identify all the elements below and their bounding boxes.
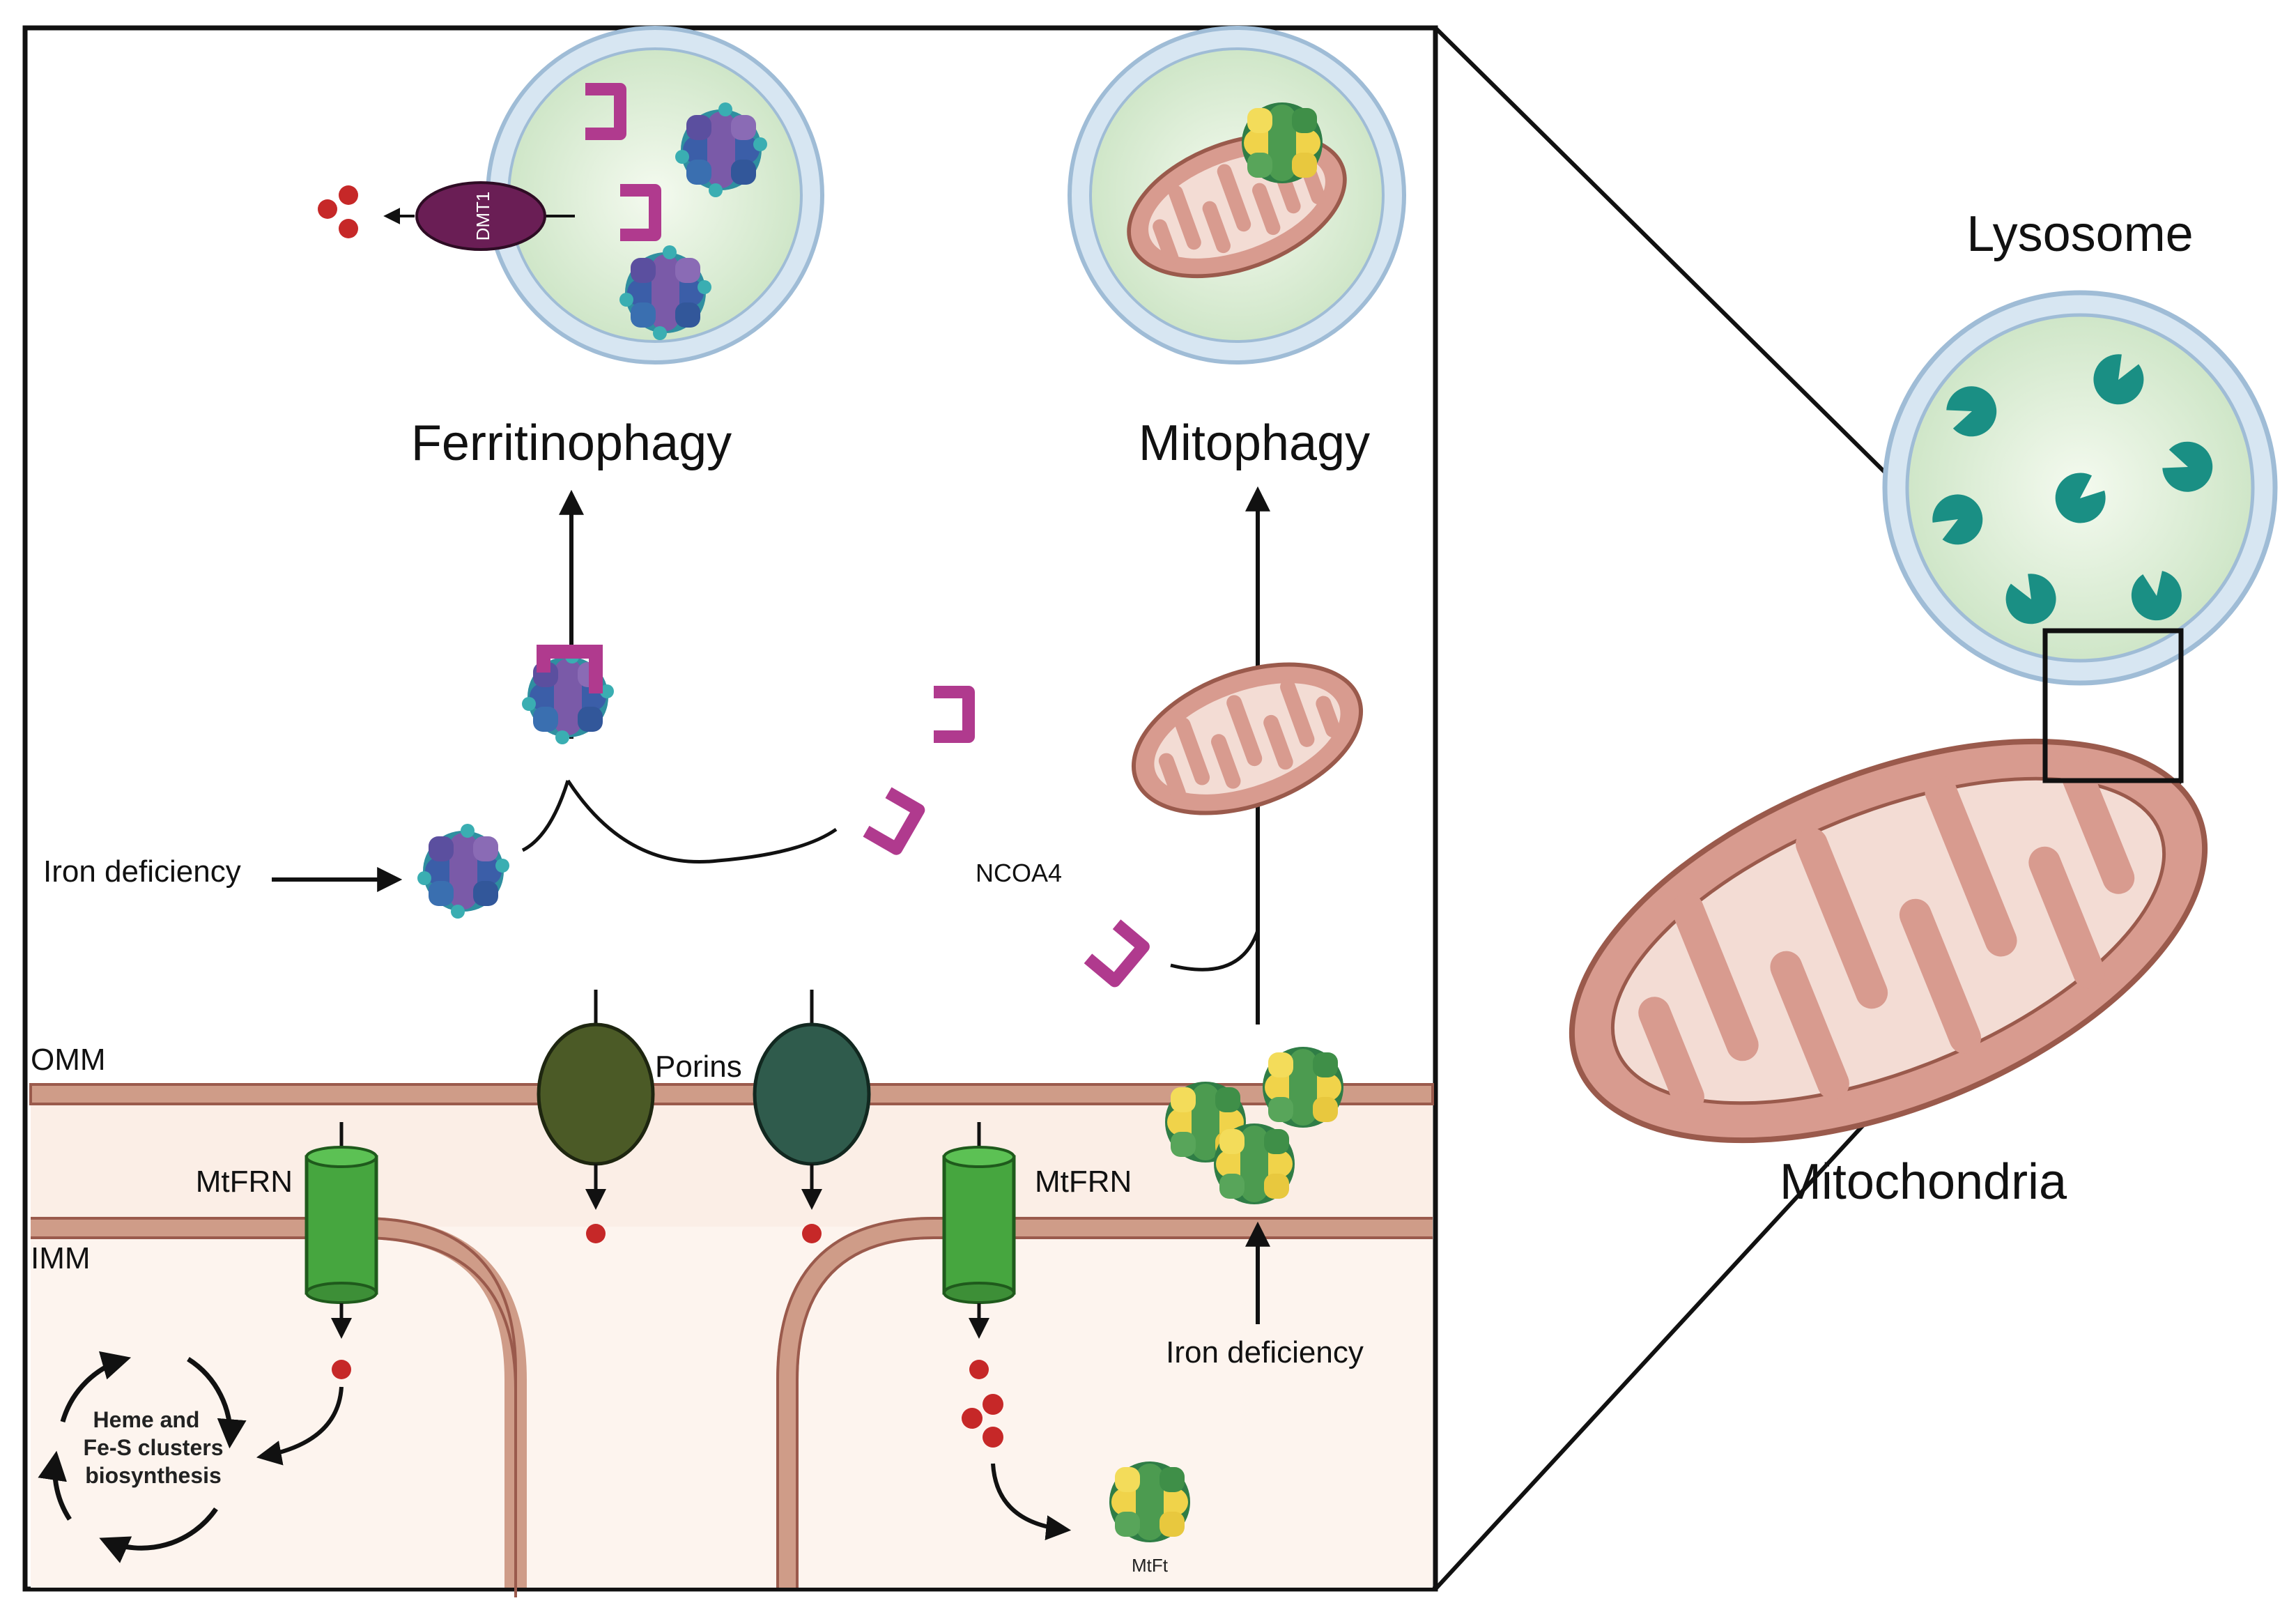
iron-to-biosynthesis-arrow [256, 1386, 344, 1466]
heme-label-line1: Heme and [93, 1407, 200, 1432]
porins-label: Porins [655, 1050, 742, 1084]
mtfrn-left-label: MtFRN [196, 1165, 293, 1199]
matrix-iron-ions [962, 1360, 1003, 1448]
dmt1-transporter-icon: DMT1 [415, 181, 546, 251]
ncoa4-icon [537, 645, 603, 693]
iron-ion-icon [969, 1360, 989, 1379]
mtfrn-channel-icon [305, 1122, 378, 1379]
imm-membrane [31, 1217, 1433, 1597]
omm-label: OMM [31, 1043, 106, 1077]
iron-to-mtft-arrow [991, 1463, 1072, 1541]
heme-label-line3: biosynthesis [85, 1463, 222, 1488]
mtfrn-channel-icon [942, 1122, 1016, 1339]
mitophagy-label: Mitophagy [1139, 415, 1370, 471]
released-iron-ions [318, 185, 358, 238]
heme-label-line2: Fe-S clusters [84, 1435, 224, 1460]
mtfrn-right-label: MtFRN [1035, 1165, 1132, 1199]
mtft-icon [1109, 1461, 1190, 1542]
branch-left [521, 780, 570, 852]
mtft-icon [1242, 102, 1323, 183]
ferritin-ncoa4-complex [522, 645, 614, 744]
lysosome-ferritinophagy [486, 26, 824, 365]
big-mitochondrion [1569, 738, 2208, 1144]
iron-deficiency-right-label: Iron deficiency [1166, 1335, 1364, 1369]
porin-icon [537, 990, 655, 1243]
mtft-label: MtFt [1132, 1555, 1169, 1576]
iron-ion-icon [332, 1360, 351, 1379]
iron-ion-icon [802, 1224, 822, 1243]
heme-fes-cycle [38, 1351, 247, 1563]
dmt1-label: DMT1 [472, 192, 493, 241]
imm-label: IMM [31, 1241, 91, 1275]
zoom-box [2042, 628, 2184, 783]
mtft-icon [1263, 1047, 1343, 1128]
iron-deficiency-left-label: Iron deficiency [43, 854, 241, 889]
lysosome-label: Lysosome [1966, 206, 2193, 262]
iron-ion-icon [586, 1224, 606, 1243]
ferritinophagy-label: Ferritinophagy [411, 415, 732, 471]
branch-right [566, 779, 838, 864]
porin-icon [753, 990, 871, 1243]
ncoa4-label: NCOA4 [976, 859, 1062, 887]
ncoa4-mitophagy-branch [1170, 930, 1260, 972]
mtft-icon [1214, 1123, 1295, 1204]
lysosome-mitophagy [1068, 26, 1406, 365]
mitochondria-label: Mitochondria [1780, 1154, 2067, 1210]
iron-ion-icon [318, 199, 337, 219]
big-lysosome [1882, 290, 2278, 686]
